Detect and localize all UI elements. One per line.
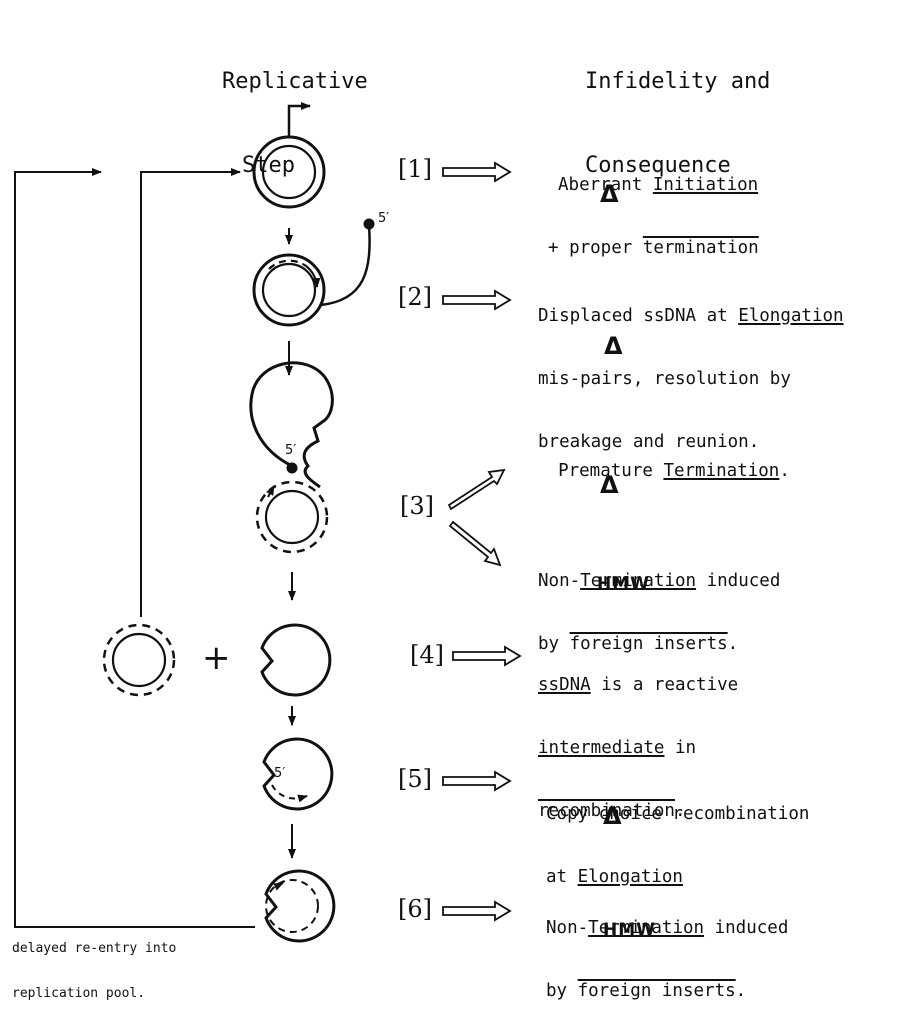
step2-circle [254, 219, 375, 326]
step6-circle [266, 871, 334, 941]
reentry-note: delayed re-entry into replication pool. [12, 911, 176, 1016]
reentry-lines [15, 172, 255, 927]
step-label-5: [5] [398, 765, 432, 793]
header-left-line1: Replicative [222, 68, 368, 96]
step-label-6: [6] [398, 895, 432, 923]
consequence-6: Non-Termination induced by foreign inser… [546, 876, 788, 1023]
delta-1: Δ [600, 180, 619, 208]
step-label-4: [4] [410, 641, 444, 669]
header-replicative-step: Replicative Step [222, 12, 368, 208]
consequence-arrows [443, 163, 520, 920]
plus-sign: + [202, 638, 231, 678]
step-label-3: [3] [400, 492, 434, 520]
reentry-note-line1: delayed re-entry into [12, 941, 176, 956]
consequence-3a: Premature Termination. [537, 440, 790, 482]
step-label-2: [2] [398, 283, 432, 311]
consequence-1: Aberrant Initiation + proper termination [548, 133, 759, 280]
five-prime-label-step5: 5′ [274, 766, 285, 781]
five-prime-label-step3: 5′ [285, 443, 296, 458]
header-right-line1: Infidelity and [585, 68, 770, 96]
hmw-label-3: HMW [597, 574, 650, 594]
step-label-1: [1] [398, 155, 432, 183]
delta-2: Δ [604, 332, 623, 360]
header-left-line2: Step [222, 152, 368, 180]
hmw-label-6: HMW [603, 920, 656, 940]
five-prime-label-step2: 5′ [378, 211, 389, 226]
delta-5: Δ [603, 802, 622, 830]
delta-3: Δ [600, 471, 619, 499]
reentry-note-line2: replication pool. [12, 986, 176, 1001]
